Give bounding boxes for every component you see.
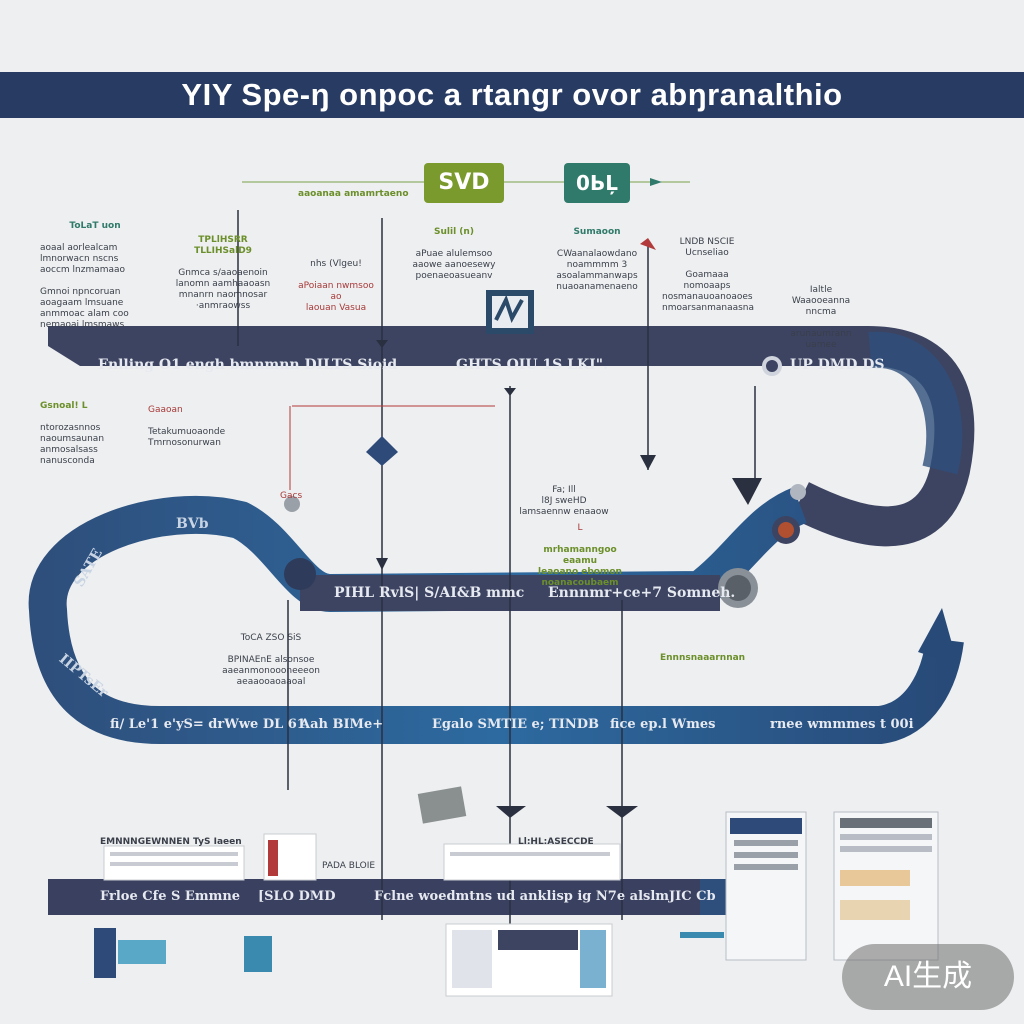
note-9-head: Gsnoal! L — [40, 401, 88, 411]
note-18-head: Ll:HL:ASECCDE — [518, 837, 594, 847]
title-banner — [0, 72, 1024, 118]
note-16-head: EMNNNGEWNNEN TyS Iaeen — [100, 837, 242, 847]
loop-text-1: BVb — [176, 516, 209, 532]
band-lower-text-5: rnee wmmmes t 00i — [770, 717, 914, 732]
note-8-head: Ialtle Waaooeanna nncma — [791, 285, 851, 317]
red-connector — [289, 405, 495, 490]
note-10-body: Tetakumuoaonde Tmrnosonurwan — [148, 427, 226, 448]
note-9: Gsnoal! L ntorozasnnos naoumsaunan anmos… — [40, 390, 130, 478]
note-15-head: Ennnsnaaarnnan — [660, 653, 746, 663]
note-3-head: nhs (Vlgeu! — [310, 259, 362, 269]
note-2-body: Gnmca s/aaoaenoin lanomn aamhaaoasn mnan… — [175, 268, 271, 311]
note-10-head: Gaaoan — [148, 405, 183, 415]
note-14-head: ToCA ZSO SiS — [240, 633, 302, 643]
band-lower-text-3: Egalo SMTIE e; TINDB — [432, 717, 600, 732]
teal-badge-label: 0ЬĻ — [576, 171, 618, 195]
note-7: LNDB NSCIE Ucnseliao Goamaaa nomoaaps no… — [662, 226, 755, 325]
note-5-body: aPuae alulemsoo aaowe aanoesewy poenaeoa… — [412, 249, 496, 281]
diamond-marker — [366, 436, 398, 466]
note-17-head: PADA BLOIE — [322, 861, 376, 871]
note-6: Sumaoon CWaanalaowdano noammmm 3 asoalam… — [542, 216, 652, 304]
note-1: ToLaT uon aoaal aorlealcam lmnorwacn nsc… — [40, 210, 150, 342]
note-4: aaoanaa amamrtaeno — [298, 178, 418, 211]
band-top-text-2: GHTS OIU 1S LKI". — [456, 357, 608, 373]
note-3: nhs (Vlgeu! aPoiaan nwmsoo ao laouan Vas… — [296, 248, 376, 325]
note-13-head: Gacs — [280, 491, 303, 501]
note-1-head: ToLaT uon — [69, 221, 121, 231]
note-14: ToCA ZSO SiS BPINAEnE alsonsoe aaeanmono… — [206, 622, 336, 699]
note-16: EMNNNGEWNNEN TyS Iaeen — [100, 826, 260, 859]
note-1-body: aoaal aorlealcam lmnorwacn nscns aoccm l… — [40, 243, 129, 330]
note-5-head: Sulil (n) — [434, 227, 474, 237]
teal-badge: 0ЬĻ — [564, 163, 630, 203]
note-7-body: Goamaaa nomoaaps nosmanauoanoaoes nmoars… — [662, 270, 755, 313]
note-8-body: arunaumrann uamee — [790, 329, 852, 350]
page-title: YIY Spe-ŋ onpoc a rtangr ovor abŋranalth… — [181, 77, 843, 112]
document-thumbnails — [94, 786, 939, 997]
note-9-body: ntorozasnnos naoumsaunan anmosalsass nan… — [40, 423, 105, 466]
note-11-head: Fa; Ill l8J sweHD lamsaennw enaaow — [519, 485, 609, 517]
band-bottom-text-2: [SLO DMD — [258, 889, 336, 904]
note-15: Ennnsnaaarnnan — [660, 642, 746, 675]
note-12-head: L — [577, 523, 583, 533]
note-14-body: BPINAEnE alsonsoe aaeanmonoooneeeon aeaa… — [222, 655, 320, 687]
note-4-head: aaoanaa amamrtaeno — [298, 189, 409, 199]
note-18: Ll:HL:ASECCDE — [518, 826, 618, 859]
band-middle-text-1: PIHL RvlS| S/AI&B mmc — [334, 585, 525, 601]
band-top-text-1: Fnlling O1 engh bmnmnn DILTS Sioid — [98, 357, 398, 373]
note-13: Gacs — [280, 480, 320, 513]
node-icons — [284, 356, 806, 608]
svd-badge-label: SVD — [438, 170, 490, 195]
note-7-head: LNDB NSCIE Ucnseliao — [679, 237, 735, 258]
note-8: Ialtle Waaooeanna nncma arunaumrann uame… — [776, 274, 866, 362]
ai-generated-watermark: AI生成 — [842, 944, 1014, 1010]
note-11: Fa; Ill l8J sweHD lamsaennw enaaow — [514, 474, 614, 529]
app-icon — [486, 290, 534, 334]
band-lower-text-2: Aah BIMe+ — [300, 717, 384, 732]
note-6-head: Sumaoon — [573, 227, 621, 237]
svd-badge: SVD — [424, 163, 504, 203]
note-3-body: aPoiaan nwmsoo ao laouan Vasua — [298, 281, 374, 313]
note-12: L mrhamanngoo eaamu leaoano ebomon noana… — [520, 512, 640, 600]
note-2-head: TPLlHSRR TLLIHSalD9 — [194, 235, 252, 256]
band-top-text-3: UP DMD DS — [790, 357, 885, 373]
band-bottom-text-3: Fclne woedmtns ud anklisp ig N7e alslmJI… — [374, 889, 716, 904]
note-12-body: mrhamanngoo eaamu leaoano ebomon noanaco… — [538, 545, 622, 588]
note-6-body: CWaanalaowdano noammmm 3 asoalammanwaps … — [556, 249, 638, 292]
note-17: PADA BLOIE — [322, 850, 382, 883]
band-middle-text-2: Ennnmr+ce+7 Somneh. — [548, 585, 736, 601]
note-5: Sulil (n) aPuae alulemsoo aaowe aanoesew… — [404, 216, 504, 293]
band-bottom-text-1: Frloe Cfe S Emmne — [100, 889, 241, 904]
arrow-markers — [376, 340, 762, 818]
band-lower-text-1: fi/ Le'1 e'yS= drWwe DL 61 — [110, 717, 306, 732]
note-10: Gaaoan Tetakumuoaonde Tmrnosonurwan — [148, 394, 258, 460]
note-2: TPLlHSRR TLLIHSalD9 Gnmca s/aaoaenoin la… — [168, 224, 278, 323]
band-lower-text-4: fice ep.l Wmes — [610, 717, 716, 732]
red-pin-icon — [640, 238, 656, 250]
